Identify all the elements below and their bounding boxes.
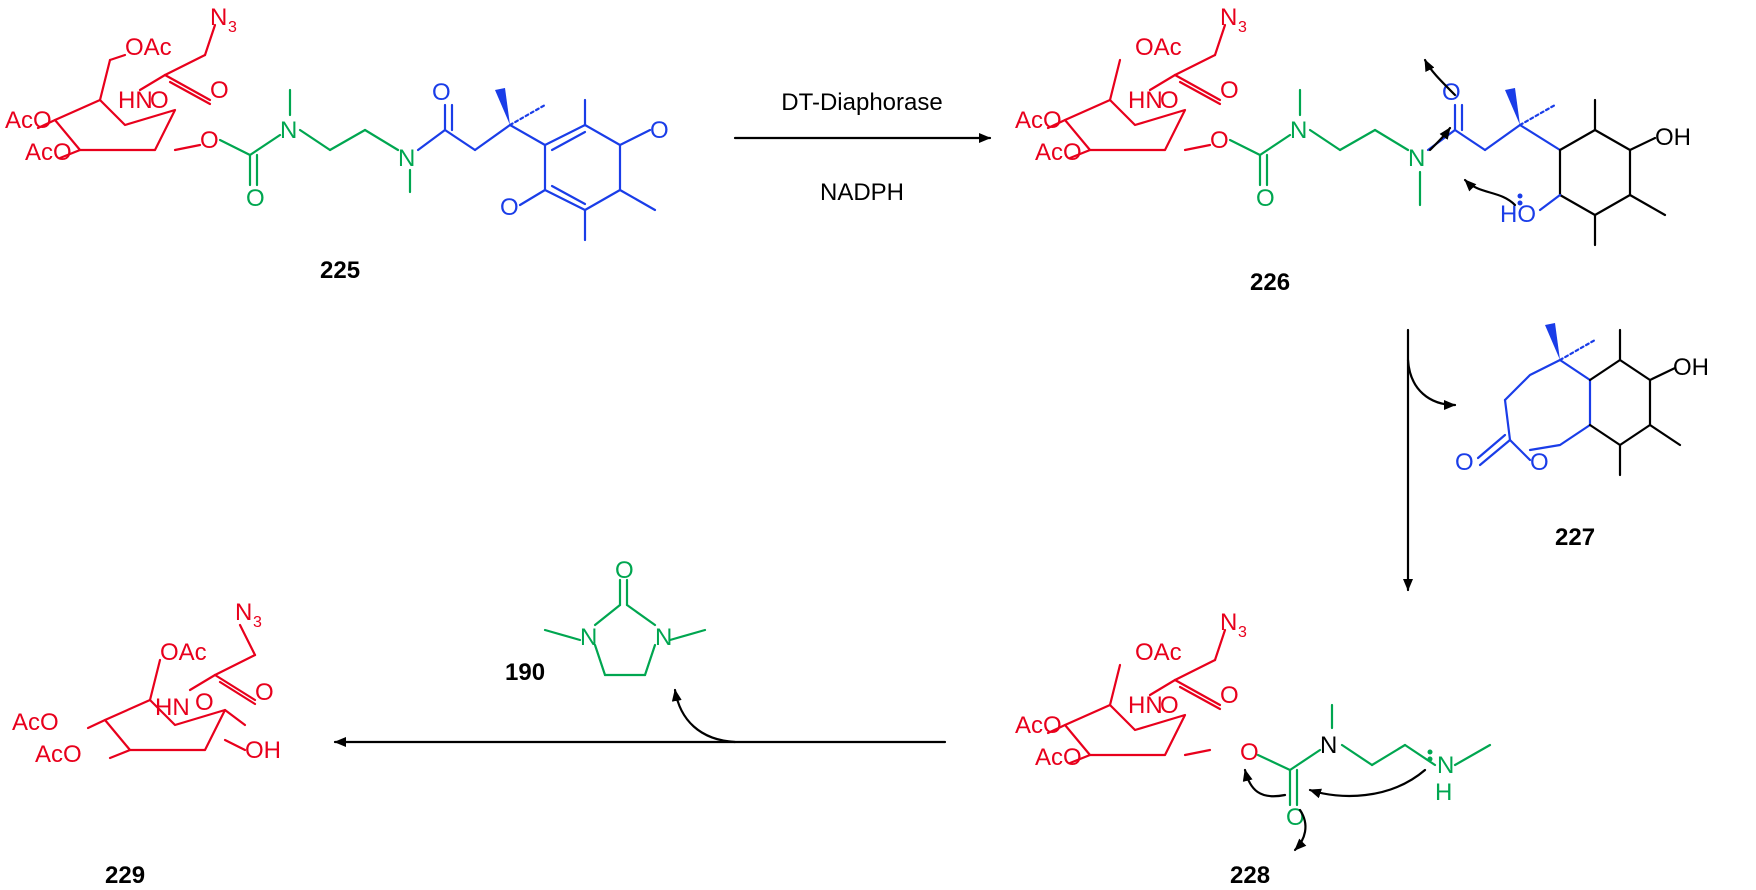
aco-upper-label-229: AcO	[12, 709, 59, 736]
lactone-o-label-227: O	[1455, 449, 1474, 476]
compound-label-227: 227	[1555, 524, 1595, 551]
sugar-moiety-228: N 3 OAc HN O O AcO AcO O	[1015, 609, 1259, 771]
amide-o-label-225: O	[432, 79, 451, 106]
ring-o-label-228: O	[1160, 692, 1179, 719]
carbonyl-o-label-226: O	[1220, 77, 1239, 104]
hn-label-228: HN	[1128, 692, 1163, 719]
anomeric-o-label-228: O	[1240, 739, 1259, 766]
hn-label-225: HN	[118, 87, 153, 114]
compound-225: N 3 OAc HN O O AcO AcO O N O N	[5, 4, 669, 284]
aco-upper-label-226: AcO	[1015, 107, 1062, 134]
ring-o-label-225: O	[150, 87, 169, 114]
compound-label-190: 190	[505, 659, 545, 686]
azide-subscript-226: 3	[1238, 19, 1247, 36]
quinone-o-bottom-label-225: O	[500, 194, 519, 221]
compound-label-226: 226	[1250, 269, 1290, 296]
urea-o-label-190: O	[615, 557, 634, 584]
compound-label-229: 229	[105, 862, 145, 889]
n-label-225b: N	[398, 145, 415, 172]
ho-label-226: HO	[1500, 201, 1536, 228]
azide-subscript-229: 3	[253, 614, 262, 631]
aco-upper-label-228: AcO	[1015, 712, 1062, 739]
compound-229: N 3 OAc HN O O AcO AcO OH 229	[12, 599, 281, 889]
n-label-190b: N	[655, 624, 672, 651]
compound-227: OH O O 227	[1455, 323, 1709, 551]
oh-label-226: OH	[1655, 124, 1691, 151]
h-label-228: H	[1435, 779, 1452, 806]
azide-label-225: N	[210, 4, 227, 31]
aco-lower-label-225: AcO	[25, 139, 72, 166]
reaction-arrow-1: DT-Diaphorase NADPH	[733, 89, 992, 206]
n-label-226b: N	[1408, 145, 1425, 172]
aco-lower-label-226: AcO	[1035, 139, 1082, 166]
nh-label-228: N	[1437, 752, 1454, 779]
oh-label-229: OH	[245, 737, 281, 764]
compound-226: N 3 OAc HN O O AcO AcO O N O N	[1015, 4, 1691, 296]
compound-label-228: 228	[1230, 862, 1270, 889]
compound-190: O N N 190	[505, 557, 707, 686]
ring-o-label-227: O	[1530, 449, 1549, 476]
carbonyl-o-label-228: O	[1220, 682, 1239, 709]
reaction-arrow-2	[1403, 328, 1457, 592]
aco-lower-label-228: AcO	[1035, 744, 1082, 771]
reaction-arrow-3	[333, 688, 947, 747]
hn-label-226: HN	[1128, 87, 1163, 114]
carbamate-o-label-228: O	[1286, 804, 1305, 831]
aco-lower-label-229: AcO	[35, 741, 82, 768]
anomeric-o-label-226: O	[1210, 127, 1229, 154]
carbamate-o-label-225: O	[246, 185, 265, 212]
hydroquinone-trigger-226: O OH HO	[1426, 79, 1691, 247]
anomeric-o-label-225: O	[200, 127, 219, 154]
n-label-226a: N	[1290, 117, 1307, 144]
oac-label-226: OAc	[1135, 34, 1182, 61]
reagent-nadph: NADPH	[820, 179, 904, 206]
linker-225: N O N	[218, 88, 415, 212]
linker-228: N O N H	[1256, 703, 1492, 831]
azide-label-228: N	[1220, 609, 1237, 636]
quinone-trigger-225: O O O	[416, 79, 669, 242]
quinone-o-top-label-225: O	[650, 117, 669, 144]
aco-upper-label-225: AcO	[5, 107, 52, 134]
sugar-moiety-225: N 3 OAc HN O O AcO AcO O	[5, 4, 237, 166]
n-label-190a: N	[580, 624, 597, 651]
linker-226: N O N	[1228, 88, 1425, 212]
sugar-moiety-226: N 3 OAc HN O O AcO AcO O	[1015, 4, 1247, 166]
compound-label-225: 225	[320, 257, 360, 284]
n-label-225a: N	[280, 117, 297, 144]
azide-subscript-225: 3	[228, 19, 237, 36]
compound-228: N 3 OAc HN O O AcO AcO O N O N H	[1015, 609, 1492, 889]
carbonyl-o-label-225: O	[210, 77, 229, 104]
oac-label-225: OAc	[125, 34, 172, 61]
azide-label-229: N	[235, 599, 252, 626]
n-label-228a: N	[1320, 732, 1337, 759]
carbonyl-o-label-229: O	[255, 679, 274, 706]
carbamate-o-label-226: O	[1256, 185, 1275, 212]
ring-o-label-229: O	[195, 689, 214, 716]
azide-subscript-228: 3	[1238, 624, 1247, 641]
reagent-dt-diaphorase: DT-Diaphorase	[781, 89, 942, 116]
oh-label-227: OH	[1673, 354, 1709, 381]
oac-label-229: OAc	[160, 639, 207, 666]
oac-label-228: OAc	[1135, 639, 1182, 666]
ring-o-label-226: O	[1160, 87, 1179, 114]
hn-label-229: HN	[155, 694, 190, 721]
azide-label-226: N	[1220, 4, 1237, 31]
